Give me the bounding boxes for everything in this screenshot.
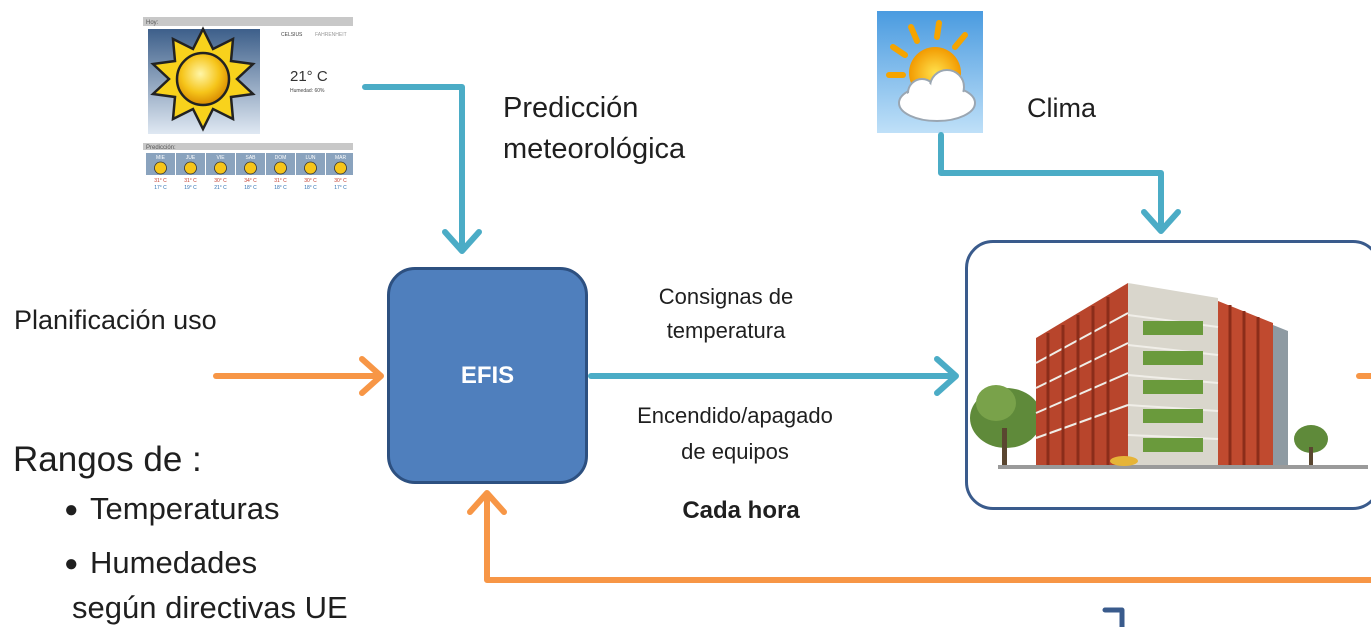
forecast-low-temp: 17° C — [334, 185, 347, 191]
frequency-label: Cada hora — [682, 497, 800, 524]
ranges-item-temperatures: Temperaturas — [90, 491, 280, 526]
sun-icon — [150, 26, 256, 132]
prediction-label-line1: Predicción — [503, 92, 639, 124]
forecast-sun-icon — [334, 161, 347, 175]
forecast-high-temp: 34° C — [244, 178, 257, 184]
forecast-low-temp: 18° C — [274, 185, 287, 191]
forecast-sun-icon — [154, 161, 167, 175]
forecast-day-cell: LUN 30° C18° C — [296, 153, 325, 191]
efis-box: EFIS — [387, 267, 588, 484]
forecast-day-cell: VIE 30° C21° C — [206, 153, 235, 191]
prediction-arrow-head — [442, 229, 482, 254]
eu-directives-note: según directivas UE — [72, 590, 348, 625]
setpoints-label-line2: temperatura — [666, 318, 786, 343]
widget-hoy-label: Hoy: — [146, 20, 159, 26]
clima-arrow-head — [1141, 209, 1181, 234]
forecast-sun-icon — [184, 161, 197, 175]
forecast-day-cell: MIE 31° C17° C — [146, 153, 175, 191]
forecast-high-temp: 31° C — [274, 178, 287, 184]
clima-arrow — [938, 132, 1164, 233]
on-off-label: Encendido/apagado de equipos — [608, 398, 862, 470]
on-off-label-line2: de equipos — [681, 439, 789, 464]
forecast-sun-icon — [214, 161, 227, 175]
forecast-day-name: DOM — [275, 155, 287, 161]
forecast-sun-icon — [274, 161, 287, 175]
forecast-high-temp: 30° C — [334, 178, 347, 184]
bullet-icon: ● — [64, 496, 79, 523]
forecast-high-temp: 30° C — [214, 178, 227, 184]
forecast-day-cell: DOM 31° C18° C — [266, 153, 295, 191]
clima-label: Clima — [1027, 93, 1097, 123]
forecast-day-name: SAB — [245, 155, 256, 161]
bullet-icon: ● — [64, 550, 79, 577]
clima-weather-icon — [877, 11, 983, 133]
planning-label: Planificación uso — [14, 305, 217, 335]
forecast-low-temp: 19° C — [184, 185, 197, 191]
forecast-day-cell: MAR 30° C17° C — [326, 153, 355, 191]
forecast-day-cell: SAB 34° C18° C — [236, 153, 265, 191]
widget-unit-celsius: CELSIUS — [281, 32, 303, 38]
forecast-high-temp: 30° C — [304, 178, 317, 184]
setpoints-label: Consignas de temperatura — [636, 280, 816, 348]
control-arrow-head — [934, 356, 959, 396]
forecast-day-name: JUE — [186, 155, 196, 161]
forecast-low-temp: 21° C — [214, 185, 227, 191]
on-off-label-line1: Encendido/apagado — [637, 403, 833, 428]
prediction-label: Predicción meteorológica — [503, 88, 685, 170]
efis-label: EFIS — [460, 361, 515, 389]
widget-unit-fahrenheit: FAHRENHEIT — [315, 32, 347, 38]
forecast-day-cell: JUE 31° C19° C — [176, 153, 205, 191]
building-illustration — [970, 283, 1368, 469]
feedback-arrow-head — [467, 490, 507, 515]
forecast-day-name: LUN — [305, 155, 315, 161]
forecast-day-name: MAR — [335, 155, 347, 161]
widget-forecast-label: Predicción: — [146, 145, 176, 151]
prediction-arrow — [362, 84, 465, 253]
forecast-high-temp: 31° C — [154, 178, 167, 184]
ranges-heading: Rangos de : — [13, 440, 202, 479]
forecast-high-temp: 31° C — [184, 178, 197, 184]
setpoints-label-line1: Consignas de — [658, 284, 794, 309]
building-frame — [965, 240, 1371, 510]
forecast-day-name: MIE — [156, 155, 166, 161]
weather-forecast-widget: Hoy: CELSIUS FAHRENHEIT 21° C Humedad: 6… — [143, 17, 355, 207]
prediction-label-line2: meteorológica — [503, 133, 686, 165]
feedback-return-arrow — [484, 492, 1371, 583]
widget-humidity: Humedad: 60% — [290, 88, 325, 94]
forecast-day-name: VIE — [216, 155, 225, 161]
ranges-item-humidity: Humedades — [90, 545, 258, 580]
forecast-sun-icon — [244, 161, 257, 175]
widget-current-temp: 21° C — [290, 68, 328, 85]
forecast-low-temp: 18° C — [244, 185, 257, 191]
bracket-mark — [1102, 607, 1125, 627]
forecast-low-temp: 18° C — [304, 185, 317, 191]
planning-arrow-head — [359, 356, 384, 396]
forecast-sun-icon — [304, 161, 317, 175]
forecast-low-temp: 17° C — [154, 185, 167, 191]
